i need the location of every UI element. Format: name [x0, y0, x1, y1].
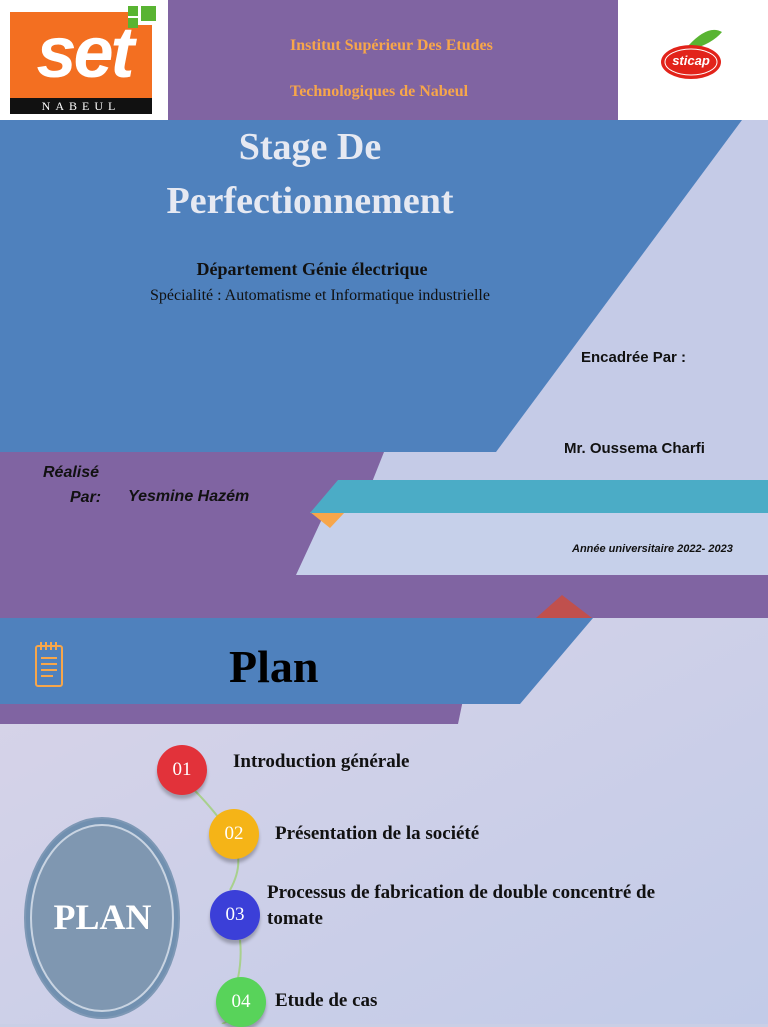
realised-label-line2: Par: [70, 489, 102, 506]
plan-item-text: Etude de cas [275, 990, 378, 1011]
institute-name-line1: Institut Supérieur Des Etudes [290, 37, 493, 54]
student-name: Yesmine Hazém [128, 488, 250, 505]
speciality: Spécialité : Automatisme et Informatique… [150, 287, 490, 304]
sticap-logo: sticap [618, 0, 768, 120]
supervised-by-label: Encadrée Par : [581, 349, 687, 366]
red-accent [536, 595, 592, 618]
teal-band [310, 480, 768, 513]
supervisor-name: Mr. Oussema Charfi [564, 440, 705, 457]
realised-label-line1: Réalisé [43, 464, 100, 481]
notepad-icon [34, 640, 64, 688]
plan-item-text: Processus de fabrication de double conce… [267, 882, 656, 929]
plan-circle-label: PLAN [53, 897, 152, 937]
plan-item-text: Introduction générale [233, 751, 410, 772]
plan-item-number: 03 [210, 890, 260, 940]
plan-title: Plan [229, 641, 319, 692]
plan-item-text: Présentation de la société [275, 823, 480, 844]
set-logo-city: NABEUL [41, 99, 121, 113]
plan-item-number: 02 [209, 809, 259, 859]
plan-blue-band [0, 618, 593, 704]
title-blue-slab [0, 120, 742, 452]
plan-item-number: 04 [216, 977, 266, 1027]
plan-item-number: 01 [157, 745, 207, 795]
department: Département Génie électrique [196, 259, 428, 279]
institute-name-line2: Technologiques de Nabeul [290, 83, 469, 100]
header-band [168, 0, 618, 120]
report-title: Stage De Perfectionnement [166, 126, 454, 222]
set-logo-text: set [36, 13, 134, 93]
set-logo: set NABEUL [0, 0, 168, 120]
timeline-connector [189, 785, 242, 1024]
sticap-logo-text: sticap [672, 53, 710, 68]
orange-accent [310, 512, 345, 528]
plan-circle-inner [30, 824, 174, 1012]
academic-year: Année universitaire 2022- 2023 [572, 543, 733, 555]
